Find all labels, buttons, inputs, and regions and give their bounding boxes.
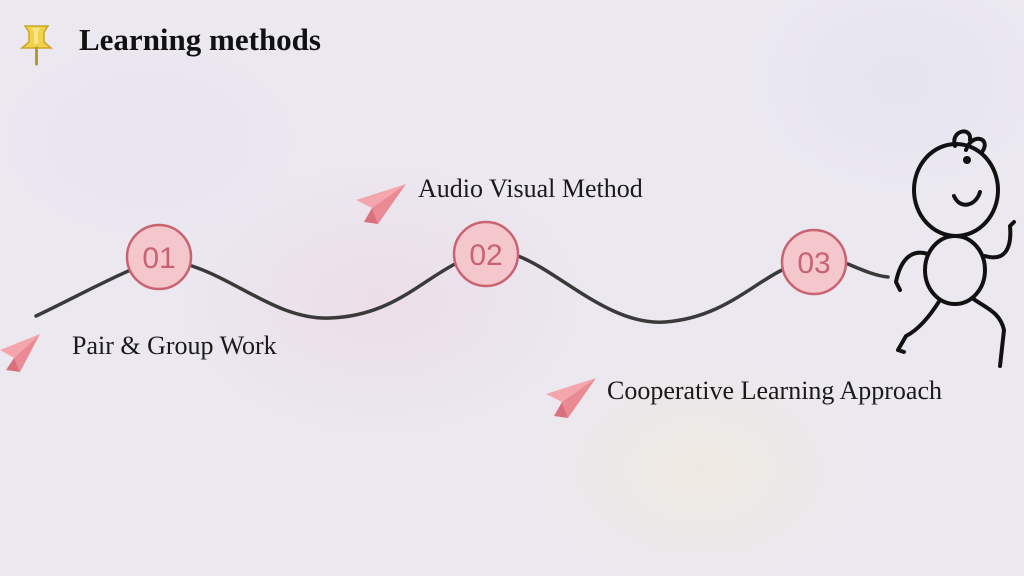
step-label-02: Audio Visual Method — [418, 174, 643, 203]
step-number: 01 — [142, 242, 175, 275]
step-label-01: Pair & Group Work — [72, 331, 277, 360]
step-number: 03 — [797, 247, 830, 280]
running-stick-figure-icon — [894, 129, 1016, 368]
paper-plane-icon — [0, 334, 40, 372]
page-title: Learning methods — [79, 22, 321, 57]
paper-plane-icon — [546, 378, 596, 418]
timeline-path — [34, 254, 890, 324]
step-label-03: Cooperative Learning Approach — [607, 376, 942, 405]
pushpin-icon — [19, 25, 54, 66]
step-number: 02 — [469, 239, 502, 272]
paper-plane-icon — [356, 184, 406, 224]
step-circle-03: 03 — [780, 228, 848, 296]
step-circle-02: 02 — [452, 220, 520, 288]
step-circle-01: 01 — [125, 223, 193, 291]
